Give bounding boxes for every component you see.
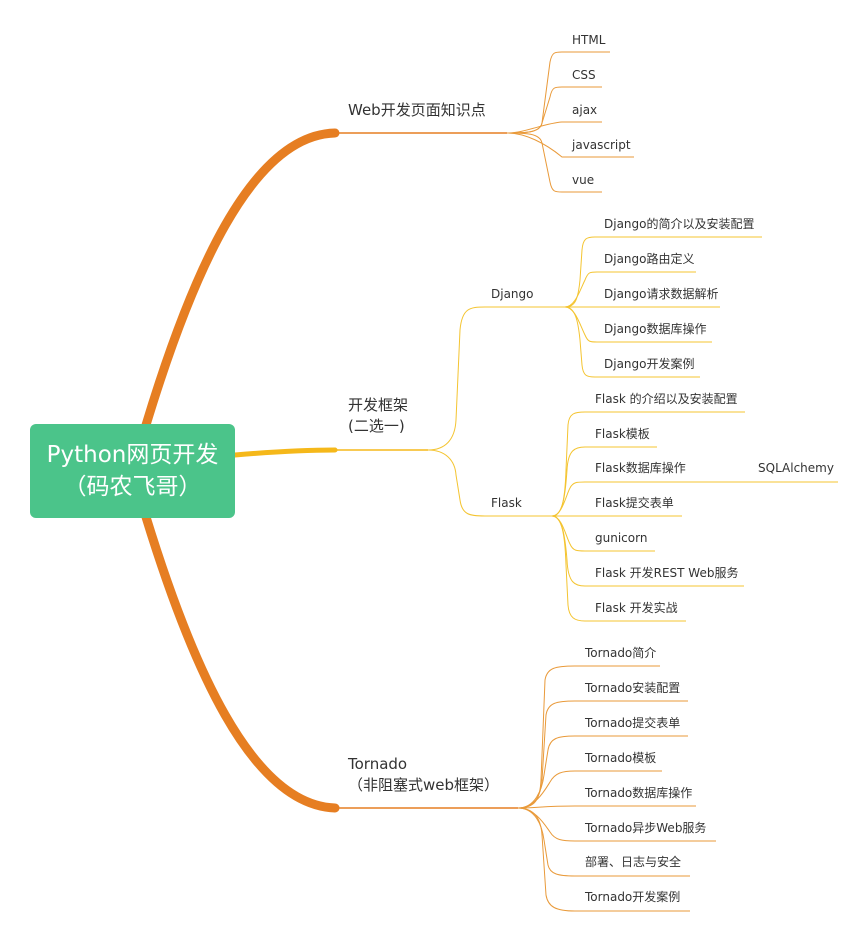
tornado-leaf-links [517, 665, 716, 912]
flask-subitem-sqlalchemy[interactable]: SQLAlchemy [758, 461, 834, 475]
web-item-html[interactable]: HTML [572, 33, 606, 47]
flask-item-database[interactable]: Flask数据库操作 [595, 461, 686, 475]
tornado-item-async[interactable]: Tornado异步Web服务 [585, 821, 707, 835]
web-item-ajax[interactable]: ajax [572, 103, 598, 117]
connector-root-tornado [141, 512, 340, 813]
web-item-vue[interactable]: vue [572, 173, 595, 187]
root-title: Python网页开发 [46, 442, 219, 468]
branch-tornado-line1: Tornado [348, 755, 408, 773]
flask-item-template[interactable]: Flask模板 [595, 427, 650, 441]
framework-sub-links [427, 306, 565, 517]
branch-web[interactable]: Web开发页面知识点 [348, 100, 486, 121]
branch-web-label: Web开发页面知识点 [348, 101, 486, 119]
framework-django[interactable]: Django [491, 287, 534, 301]
branch-framework-line1: 开发框架 [348, 396, 409, 414]
branch-tornado[interactable]: Tornado （非阻塞式web框架） [348, 754, 499, 796]
django-item-intro[interactable]: Django的简介以及安装配置 [604, 217, 755, 231]
flask-item-gunicorn[interactable]: gunicorn [595, 531, 648, 545]
django-leaf-links [564, 236, 762, 378]
framework-flask[interactable]: Flask [491, 496, 522, 510]
tornado-item-form[interactable]: Tornado提交表单 [585, 716, 681, 730]
connector-root-framework [232, 447, 338, 458]
django-item-database[interactable]: Django数据库操作 [604, 322, 707, 336]
web-item-javascript[interactable]: javascript [572, 138, 631, 152]
branch-framework[interactable]: 开发框架 (二选一) [348, 395, 408, 437]
django-item-request[interactable]: Django请求数据解析 [604, 287, 719, 301]
django-item-case[interactable]: Django开发案例 [604, 357, 695, 371]
connector-root-web [141, 128, 340, 430]
flask-leaf-links [551, 411, 838, 622]
root-subtitle: （码农飞哥） [63, 474, 202, 500]
tornado-item-template[interactable]: Tornado模板 [585, 751, 657, 765]
tornado-item-intro[interactable]: Tornado简介 [585, 646, 657, 660]
flask-item-intro[interactable]: Flask 的介绍以及安装配置 [595, 392, 738, 406]
flask-item-practice[interactable]: Flask 开发实战 [595, 601, 678, 615]
tornado-item-deploy[interactable]: 部署、日志与安全 [585, 855, 682, 869]
tornado-item-install[interactable]: Tornado安装配置 [585, 681, 681, 695]
branch-tornado-line2: （非阻塞式web框架） [348, 776, 500, 794]
flask-item-form[interactable]: Flask提交表单 [595, 496, 674, 510]
web-item-css[interactable]: CSS [572, 68, 596, 82]
tornado-item-case[interactable]: Tornado开发案例 [585, 890, 681, 904]
flask-item-rest[interactable]: Flask 开发REST Web服务 [595, 566, 739, 580]
root-node[interactable]: Python网页开发 （码农飞哥） [30, 424, 235, 518]
django-item-routing[interactable]: Django路由定义 [604, 252, 695, 266]
web-leaf-links [506, 51, 634, 193]
branch-framework-line2: (二选一) [348, 417, 405, 435]
tornado-item-database[interactable]: Tornado数据库操作 [585, 786, 693, 800]
